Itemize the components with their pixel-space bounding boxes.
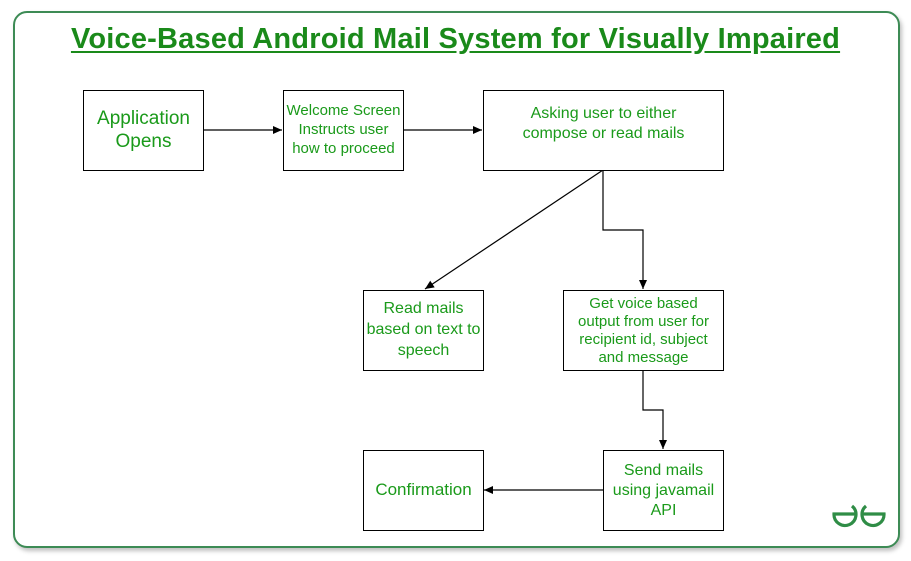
node-label: Application Opens <box>97 107 190 152</box>
arrow-ask-to-voice <box>602 170 647 289</box>
arrow-ask-to-read <box>424 169 604 290</box>
page-title: Voice-Based Android Mail System for Visu… <box>70 23 841 55</box>
node-label: Send mails using javamail API <box>612 461 715 519</box>
node-read-mails: Read mails based on text to speech <box>363 290 484 371</box>
arrow-voice-to-send <box>642 370 667 449</box>
node-voice-output: Get voice based output from user for rec… <box>563 290 724 371</box>
node-welcome-screen: Welcome Screen Instructs user how to pro… <box>283 90 404 171</box>
node-label: Confirmation <box>375 480 472 500</box>
node-label: Welcome Screen Instructs user how to pro… <box>286 102 401 157</box>
gfg-logo-icon <box>832 504 886 528</box>
node-send-mails: Send mails using javamail API <box>603 450 724 531</box>
node-label: Asking user to either compose or read ma… <box>522 105 685 142</box>
node-confirmation: Confirmation <box>363 450 484 531</box>
node-label: Read mails based on text to speech <box>366 300 481 359</box>
node-ask-compose-or-read: Asking user to either compose or read ma… <box>483 90 724 171</box>
node-label: Get voice based output from user for rec… <box>578 294 709 366</box>
node-application-opens: Application Opens <box>83 90 204 171</box>
